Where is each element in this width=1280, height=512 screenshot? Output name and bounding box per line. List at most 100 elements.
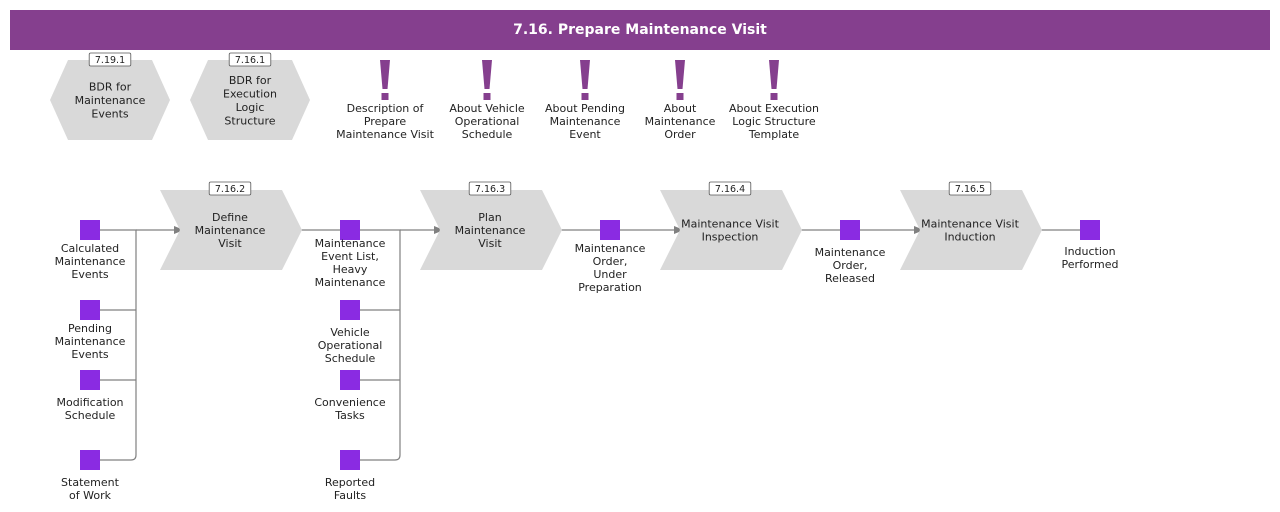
reference-number-box — [228, 52, 272, 67]
info-item-label-line: Maintenance — [550, 115, 621, 128]
reference-number-box — [948, 181, 992, 196]
event-label-line: Maintenance — [575, 242, 646, 255]
chevron-shape[interactable] — [900, 190, 1042, 270]
exclamation-icon[interactable] — [580, 60, 590, 89]
info-item-label-line: Maintenance Visit — [336, 128, 434, 141]
event-square[interactable] — [340, 220, 360, 240]
reference-number: 7.16.2 — [215, 184, 245, 195]
info-item-label-line: About — [664, 102, 697, 115]
info-item-label-line: Prepare — [364, 115, 406, 128]
event-label-line: Reported — [325, 476, 375, 489]
event-label-line: Maintenance — [55, 255, 126, 268]
diagram-title: 7.16. Prepare Maintenance Visit — [513, 22, 767, 38]
event-label-line: Convenience — [314, 396, 385, 409]
exclamation-icon[interactable] — [380, 60, 390, 89]
event-label-line: Maintenance — [315, 237, 386, 250]
reference-number: 7.16.4 — [715, 184, 745, 195]
event-label-line: Tasks — [334, 409, 365, 422]
chevron-shape[interactable] — [420, 190, 562, 270]
event-label-line: Under — [593, 268, 627, 281]
event-label-line: Order, — [593, 255, 628, 268]
info-item-label-line: About Vehicle — [449, 102, 525, 115]
event-square[interactable] — [1080, 220, 1100, 240]
process-label-line: Induction — [944, 231, 995, 244]
event-square[interactable] — [340, 370, 360, 390]
exclamation-icon[interactable] — [482, 60, 492, 89]
event-square[interactable] — [600, 220, 620, 240]
event-label-line: Induction — [1064, 245, 1115, 258]
event-label-line: Schedule — [325, 352, 376, 365]
process-label-line: Maintenance — [195, 224, 266, 237]
connector — [100, 229, 137, 461]
process-label-line: Visit — [218, 237, 242, 250]
connector-lines — [100, 226, 1080, 461]
process-label-line: Plan — [478, 211, 501, 224]
event-square[interactable] — [80, 450, 100, 470]
event-label-line: Released — [825, 272, 875, 285]
event-label-line: Events — [71, 348, 109, 361]
event-square[interactable] — [80, 220, 100, 240]
process-label-line: Inspection — [702, 231, 759, 244]
exclamation-icon[interactable] — [675, 60, 685, 89]
event-label-line: Vehicle — [330, 326, 370, 339]
hexagon-shape[interactable] — [50, 60, 170, 140]
chevron-shape[interactable] — [160, 190, 302, 270]
event-label-line: Order, — [833, 259, 868, 272]
reference-label-line: BDR for — [229, 74, 272, 87]
event-label-line: Maintenance — [55, 335, 126, 348]
info-item-label-line: Schedule — [462, 128, 513, 141]
event-label-line: Maintenance — [815, 246, 886, 259]
reference-number-box — [708, 181, 752, 196]
reference-label-line: BDR for — [89, 81, 132, 94]
event-square[interactable] — [840, 220, 860, 240]
process-label-line: Maintenance Visit — [681, 218, 779, 231]
event-square[interactable] — [80, 300, 100, 320]
event-label-line: Events — [71, 268, 109, 281]
event-square[interactable] — [340, 300, 360, 320]
exclamation-icon[interactable] — [769, 60, 779, 89]
event-label-line: Heavy — [333, 263, 368, 276]
event-square[interactable] — [340, 450, 360, 470]
event-label-line: Modification — [56, 396, 123, 409]
chevron-shape[interactable] — [660, 190, 802, 270]
hexagon-shape[interactable] — [190, 60, 310, 140]
reference-number: 7.16.1 — [235, 55, 265, 66]
event-square[interactable] — [80, 370, 100, 390]
reference-number: 7.16.5 — [955, 184, 985, 195]
info-item-label-line: About Pending — [545, 102, 625, 115]
event-label-line: Statement — [61, 476, 120, 489]
reference-label-line: Maintenance — [75, 94, 146, 107]
reference-number-box — [208, 181, 252, 196]
